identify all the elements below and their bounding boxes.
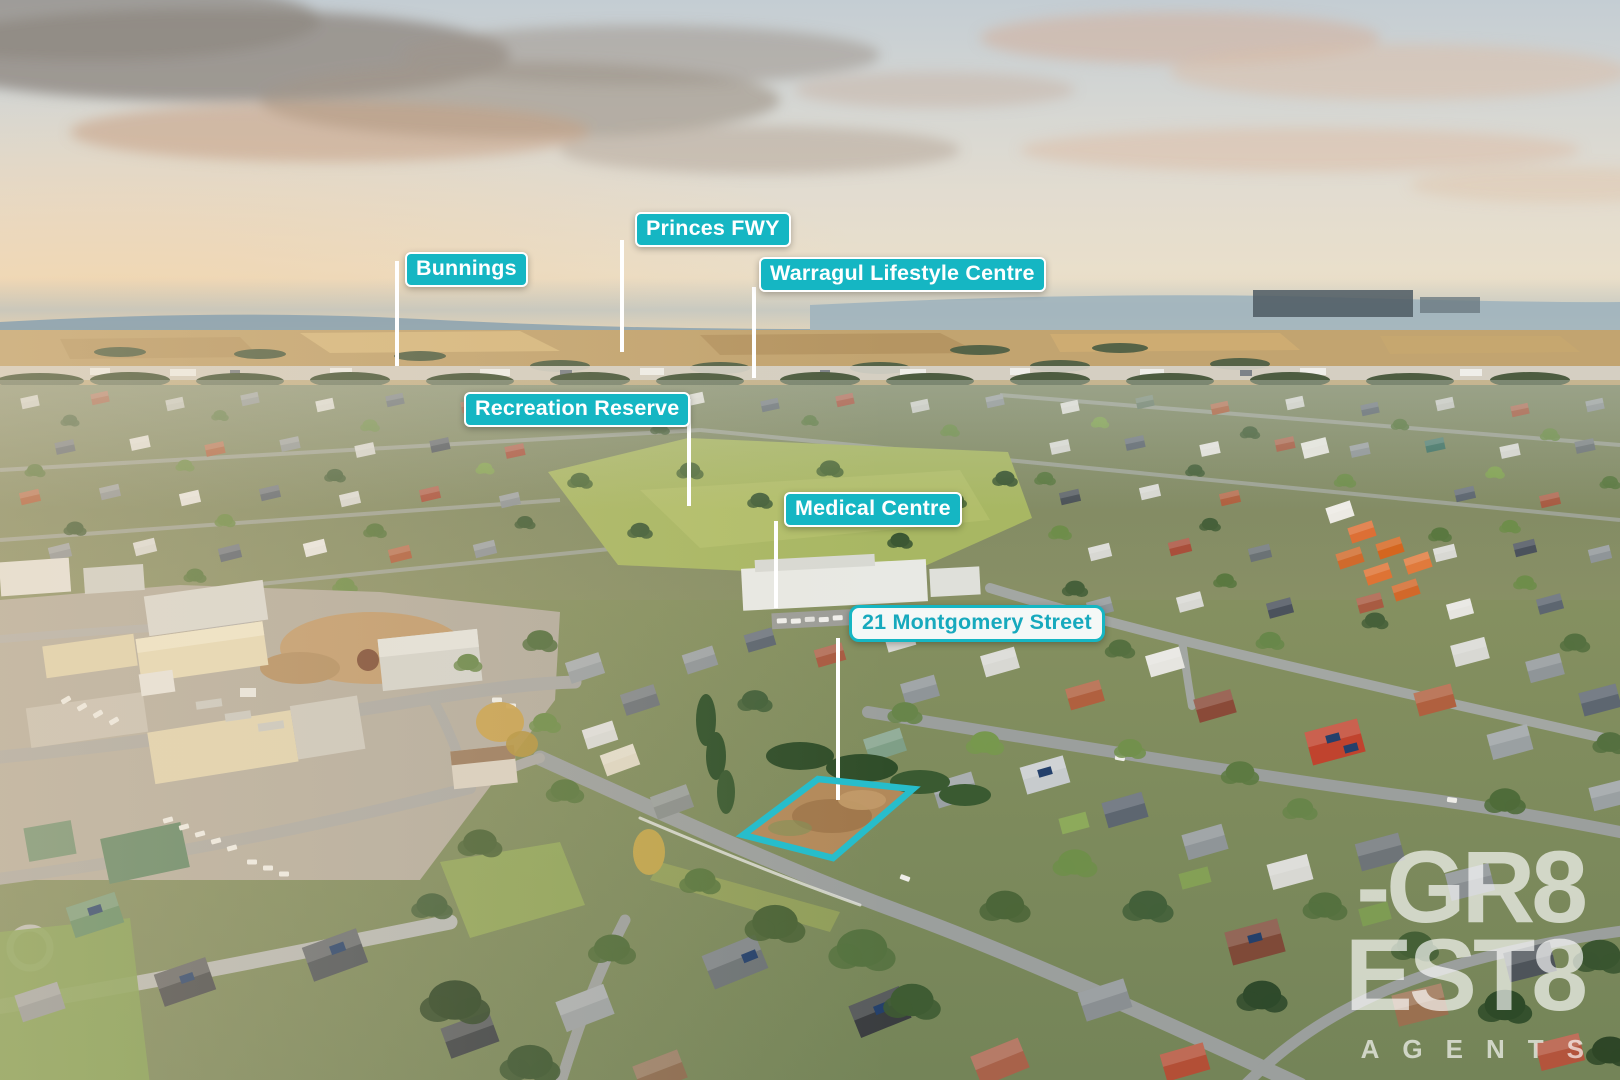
agency-logo: -GR8 EST8 AGENTS <box>1344 830 1588 1062</box>
map-label-recreation-reserve: Recreation Reserve <box>464 392 691 427</box>
map-label-medical-centre: Medical Centre <box>784 492 962 527</box>
map-label-bunnings: Bunnings <box>405 252 528 287</box>
map-label-warragul-lifestyle-centre: Warragul Lifestyle Centre <box>759 257 1046 292</box>
map-label-property-address: 21 Montgomery Street <box>849 605 1105 642</box>
logo-agents-text: AGENTS <box>1360 1034 1607 1064</box>
map-label-princes-fwy: Princes FWY <box>635 212 791 247</box>
logo-gr8-text: -GR8 <box>1356 830 1588 944</box>
logo-est8-text: EST8 <box>1344 918 1588 1032</box>
